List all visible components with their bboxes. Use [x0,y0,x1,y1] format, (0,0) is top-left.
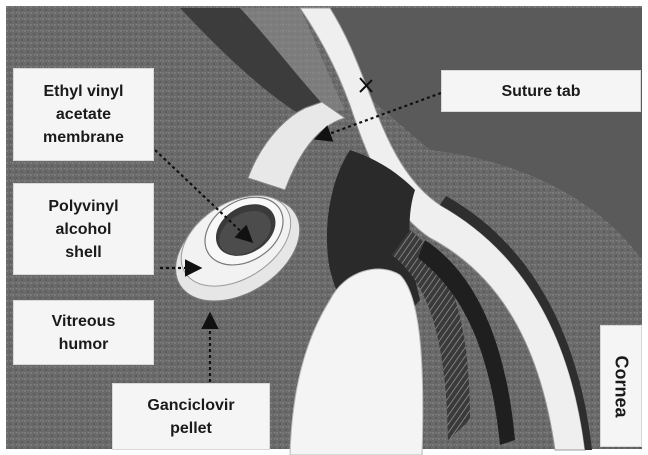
label-ganciclovir-pellet: Ganciclovir pellet [112,383,270,450]
label-suture-tab: Suture tab [441,70,641,112]
label-cornea: Cornea [600,325,642,447]
label-vitreous-humor: Vitreous humor [13,300,154,365]
label-ethyl-vinyl-acetate-membrane: Ethyl vinyl acetate membrane [13,68,154,161]
label-cornea-text: Cornea [610,355,633,417]
label-polyvinyl-alcohol-shell: Polyvinyl alcohol shell [13,183,154,275]
